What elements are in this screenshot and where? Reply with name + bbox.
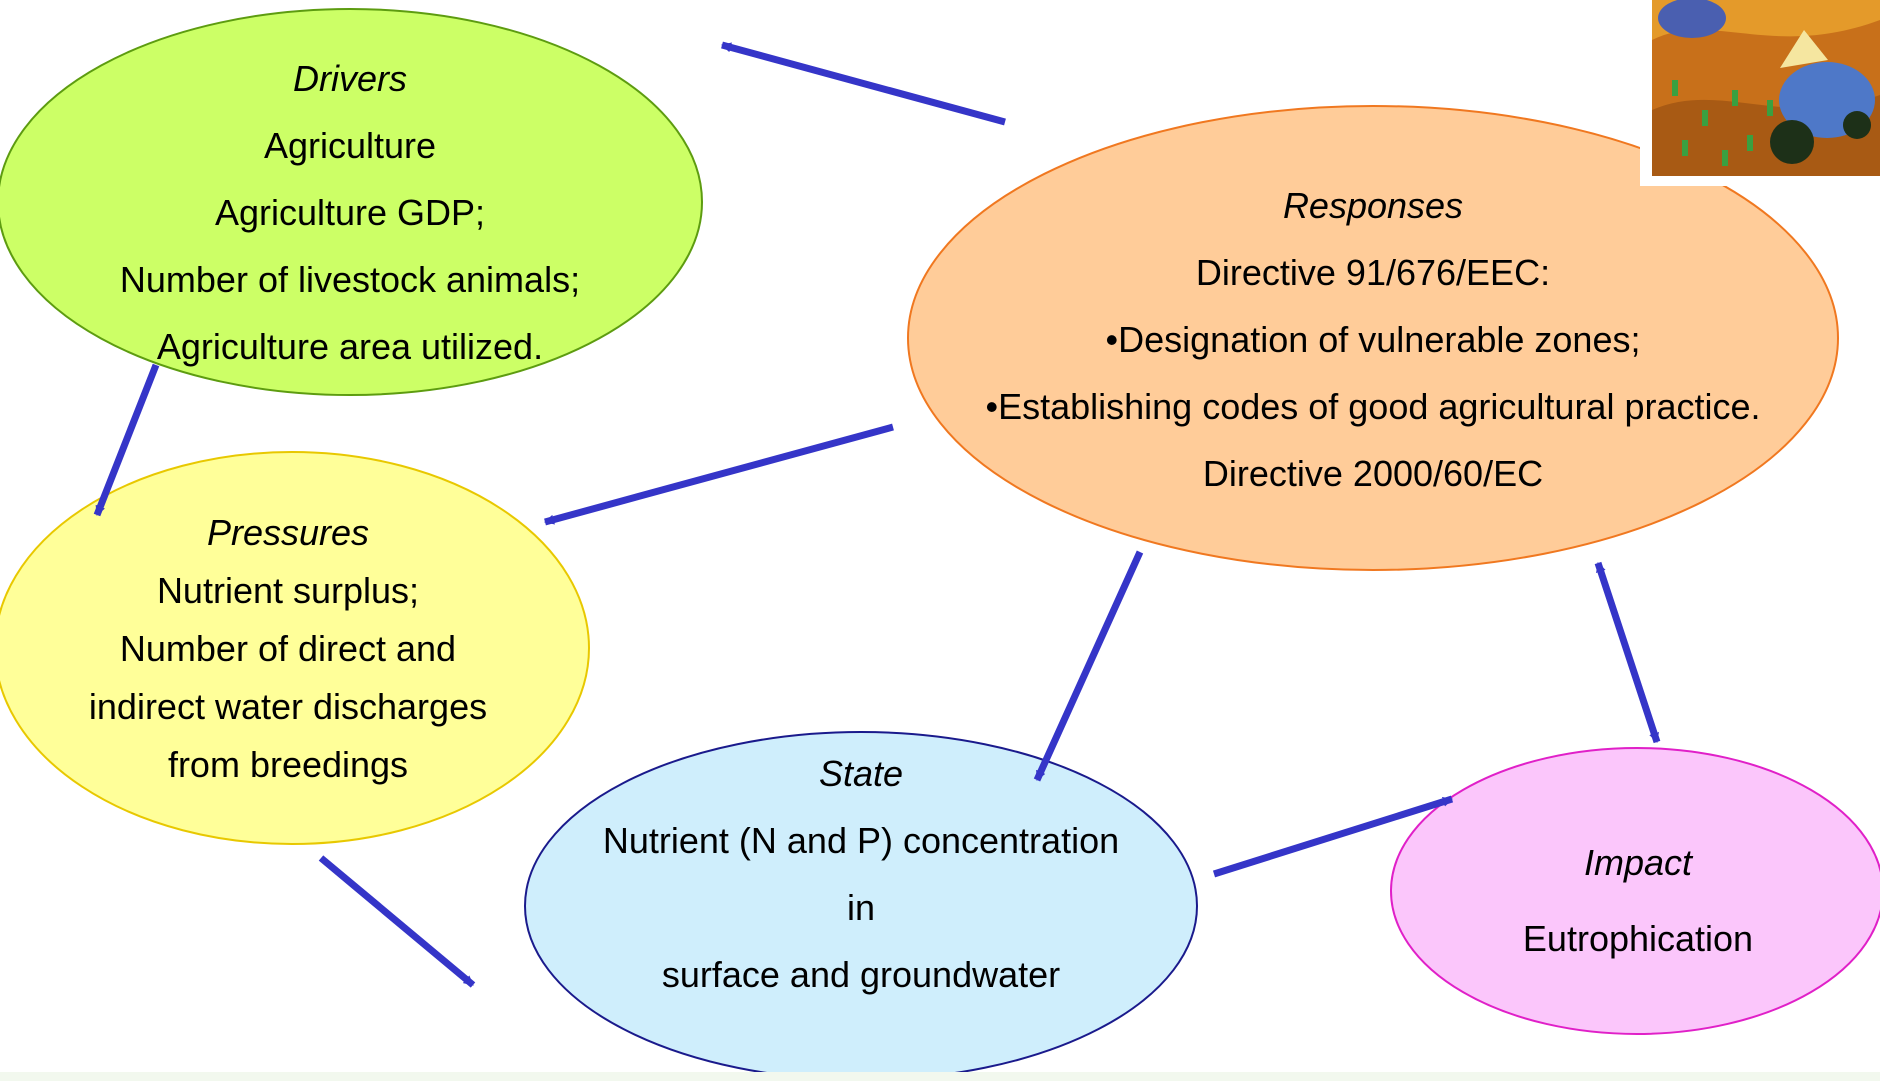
responses-node: Responses Directive 91/676/EEC: •Designa… — [953, 172, 1793, 507]
arrow-responses-to-state — [1033, 550, 1144, 782]
corner-painting — [1640, 0, 1880, 186]
painted-fields-picture-icon — [1652, 0, 1880, 176]
responses-title: Responses — [1282, 185, 1464, 226]
state-line: in — [846, 887, 876, 928]
bottom-strip — [0, 1072, 1880, 1081]
state-title: State — [818, 753, 904, 794]
impact-title: Impact — [1583, 842, 1693, 883]
responses-ellipse — [907, 105, 1839, 571]
pressures-node: Pressures Nutrient surplus; Number of di… — [38, 504, 538, 794]
responses-line: Directive 91/676/EEC: — [1195, 252, 1551, 293]
drivers-line: Agriculture area utilized. — [156, 326, 544, 367]
state-node: State Nutrient (N and P) concentration i… — [561, 740, 1161, 1008]
drivers-node: Drivers Agriculture Agriculture GDP; Num… — [90, 45, 610, 380]
state-line: surface and groundwater — [661, 954, 1061, 995]
pressures-ellipse — [0, 451, 590, 845]
arrow-drivers-to-pressures — [93, 363, 160, 517]
pressures-line: from breedings — [167, 744, 409, 785]
pressures-title: Pressures — [206, 512, 370, 553]
responses-line: •Designation of vulnerable zones; — [1105, 319, 1641, 360]
arrow-impact-responses-bidirectional — [1594, 561, 1661, 744]
impact-node: Impact Eutrophication — [1438, 825, 1838, 977]
state-line: Nutrient (N and P) concentration — [602, 820, 1120, 861]
arrow-state-to-impact — [1212, 795, 1454, 878]
drivers-title: Drivers — [293, 58, 407, 99]
drivers-line: Number of livestock animals; — [119, 259, 581, 300]
pressures-line: Nutrient surplus; — [156, 570, 420, 611]
responses-line: •Establishing codes of good agricultural… — [985, 386, 1761, 427]
arrows — [93, 41, 1661, 988]
arrow-responses-to-pressures — [544, 423, 894, 526]
drivers-ellipse — [0, 8, 703, 396]
pressures-line: Number of direct and — [119, 628, 457, 669]
arrow-pressures-to-state — [318, 855, 476, 988]
drivers-line: Agriculture GDP; — [214, 192, 486, 233]
impact-ellipse — [1390, 747, 1880, 1035]
arrow-responses-to-drivers — [721, 41, 1006, 126]
drivers-line: Agriculture — [263, 125, 437, 166]
impact-line: Eutrophication — [1522, 918, 1754, 959]
responses-line: Directive 2000/60/EC — [1202, 453, 1544, 494]
pressures-line: indirect water discharges — [88, 686, 488, 727]
